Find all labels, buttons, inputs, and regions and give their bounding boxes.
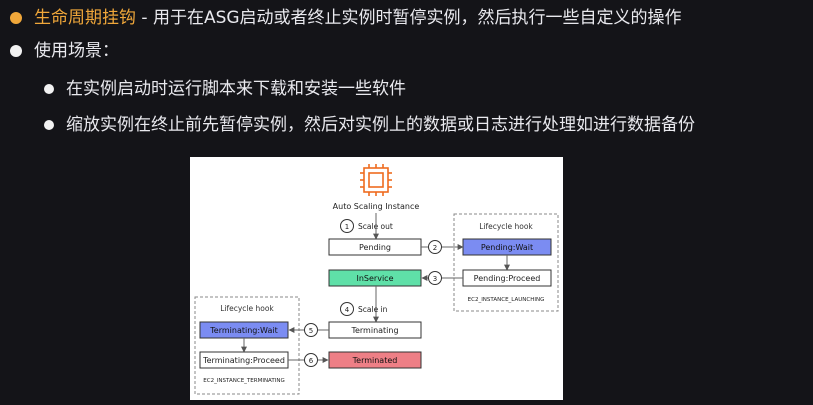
step-circle-3	[428, 271, 442, 285]
step-circle-5	[304, 323, 318, 337]
state-pending-wait-label: Pending:Wait	[481, 243, 533, 252]
scale-in-label: Scale in	[358, 305, 388, 314]
state-terminating-proceed-label: Terminating:Proceed	[202, 356, 285, 365]
sub-bullet-install: 在实例启动时运行脚本来下载和安装一些软件	[44, 78, 406, 100]
state-terminated-label: Terminated	[352, 356, 398, 365]
state-terminating-label: Terminating	[350, 326, 398, 335]
sub-bullet-text: 缩放实例在终止前先暂停实例，然后对实例上的数据或日志进行处理如进行数据备份	[66, 115, 695, 135]
step-circle-6	[304, 353, 318, 367]
bullet-dot-orange	[10, 12, 22, 24]
terminate-hook-title: Lifecycle hook	[220, 304, 274, 313]
step-number-6: 6	[309, 357, 314, 365]
chip-icon	[360, 164, 392, 196]
scale-out-label: Scale out	[358, 222, 393, 231]
bullet-use-cases: 使用场景：	[10, 40, 119, 62]
highlight-term: 生命周期挂钩	[34, 8, 136, 28]
instance-label: Auto Scaling Instance	[333, 202, 420, 211]
state-pending-label: Pending	[359, 243, 391, 252]
step-circle-2	[428, 240, 442, 254]
state-pending-proceed-label: Pending:Proceed	[474, 274, 541, 283]
step-number-1: 1	[345, 223, 349, 231]
sub-bullet-backup: 缩放实例在终止前先暂停实例，然后对实例上的数据或日志进行处理如进行数据备份	[44, 114, 695, 136]
sub-bullet-text: 在实例启动时运行脚本来下载和安装一些软件	[66, 79, 406, 99]
bullet-lifecycle-hook: 生命周期挂钩 - 用于在ASG启动或者终止实例时暂停实例，然后执行一些自定义的操…	[10, 7, 682, 29]
bullet-text: 使用场景：	[34, 41, 119, 61]
term-description: - 用于在ASG启动或者终止实例时暂停实例，然后执行一些自定义的操作	[136, 8, 682, 28]
bullet-dot-white	[44, 84, 54, 94]
step-circle-1	[340, 219, 354, 233]
step-number-5: 5	[309, 327, 313, 335]
state-terminated	[328, 351, 422, 369]
bullet-dot-white	[10, 45, 22, 57]
terminate-lifecycle-hook	[194, 296, 300, 395]
step-circle-4	[340, 302, 354, 316]
state-terminating-wait-label: Terminating:Wait	[209, 326, 277, 335]
launch-hook-event: EC2_INSTANCE_LAUNCHING	[468, 297, 545, 303]
state-inservice	[328, 269, 422, 287]
bullet-text: 生命周期挂钩 - 用于在ASG启动或者终止实例时暂停实例，然后执行一些自定义的操…	[34, 7, 682, 29]
launch-hook-title: Lifecycle hook	[479, 222, 533, 231]
step-number-2: 2	[433, 244, 437, 252]
bullet-dot-white	[44, 120, 54, 130]
launch-lifecycle-hook	[453, 213, 559, 312]
state-inservice-label: InService	[357, 274, 394, 283]
lifecycle-diagram: Auto Scaling Instance 1 Scale out Pendin…	[190, 157, 563, 400]
step-number-3: 3	[433, 275, 437, 283]
step-number-4: 4	[345, 306, 350, 314]
terminate-hook-event: EC2_INSTANCE_TERMINATING	[203, 378, 285, 384]
